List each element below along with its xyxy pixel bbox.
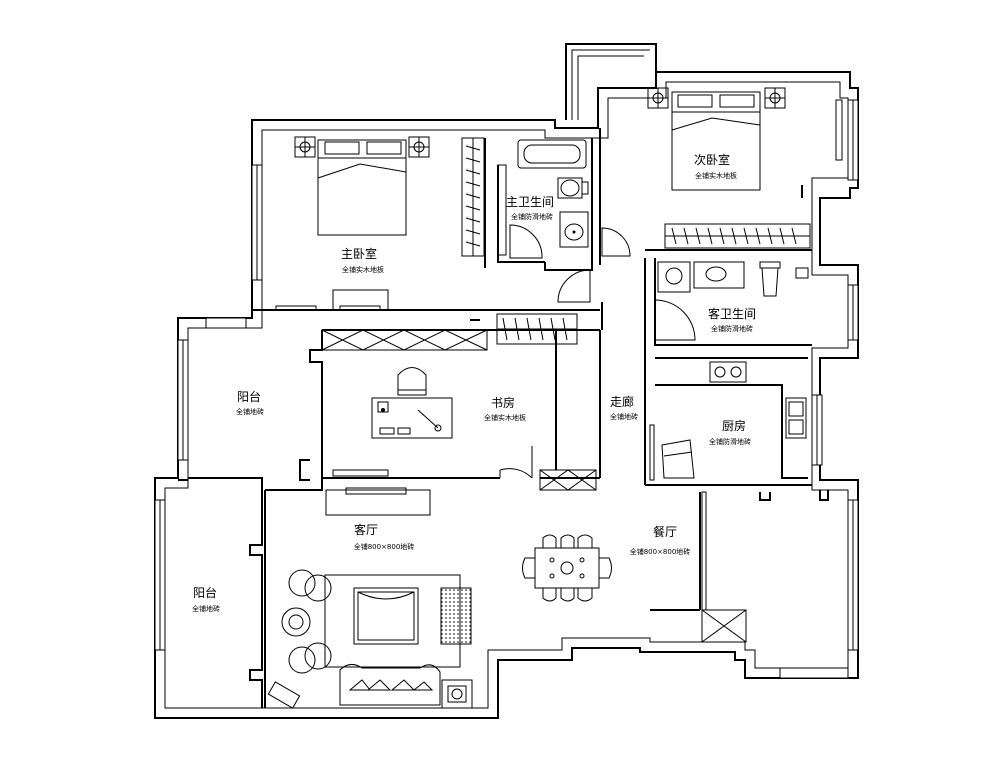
corridor-floor: 全铺地砖: [610, 412, 638, 421]
second-bedroom-label: 次卧室: [694, 152, 730, 167]
living-room-floor: 全铺800×800地砖: [354, 542, 415, 551]
balcony-bottom-label: 阳台: [193, 585, 217, 600]
balcony-top-floor: 全铺地砖: [236, 407, 264, 416]
balcony-bottom: 阳台 全铺地砖: [192, 585, 220, 613]
guest-bath-fixtures: 客卫生间 全铺防滑地砖: [657, 261, 809, 333]
master-bedroom-furniture: 主卧室 全铺实木地板: [275, 136, 485, 311]
master-bedroom-floor: 全铺实木地板: [342, 265, 384, 274]
study-label: 书房: [491, 395, 515, 410]
dining-room-label: 餐厅: [653, 524, 677, 539]
bay-window-top: [565, 43, 657, 120]
guest-bath-floor: 全铺防滑地砖: [711, 324, 753, 333]
study-floor: 全铺实木地板: [484, 413, 526, 422]
study-cabinets: [321, 313, 578, 351]
dining-room-floor: 全铺800×800地砖: [630, 547, 691, 556]
balcony-top-label: 阳台: [237, 389, 261, 404]
balcony-top: 阳台 全铺地砖: [236, 389, 264, 416]
living-room-label: 客厅: [354, 522, 378, 537]
study-furniture: 书房 全铺实木地板: [332, 367, 526, 477]
master-bath-fixtures: 主卫生间 全铺防滑地砖: [497, 139, 589, 256]
second-bedroom-furniture: 次卧室 全铺实木地板: [647, 87, 811, 249]
master-bedroom-label: 主卧室: [341, 246, 377, 261]
corridor-label: 走廊: [610, 394, 634, 409]
dining-room-furniture: 餐厅 全铺800×800地砖: [522, 524, 747, 643]
living-room-furniture: 客厅 全铺800×800地砖: [267, 487, 473, 709]
master-bath-floor: 全铺防滑地砖: [511, 212, 553, 221]
kitchen-fixtures: 厨房 全铺防滑地砖: [661, 361, 807, 479]
corridor: 走廊 全铺地砖: [539, 394, 638, 491]
second-bedroom-floor: 全铺实木地板: [695, 171, 737, 180]
doors: [499, 224, 696, 479]
kitchen-floor: 全铺防滑地砖: [709, 437, 751, 446]
balcony-bottom-floor: 全铺地砖: [192, 604, 220, 613]
master-bath-label: 主卫生间: [506, 195, 554, 209]
kitchen-label: 厨房: [722, 418, 746, 433]
guest-bath-label: 客卫生间: [708, 306, 756, 321]
windows: [154, 99, 859, 679]
